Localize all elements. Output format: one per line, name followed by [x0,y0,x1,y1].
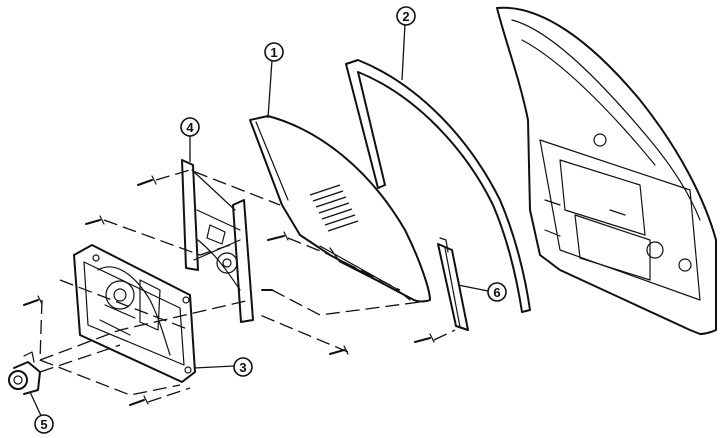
callout-6: 6 [487,282,507,302]
window-regulator [181,159,254,323]
callout-4: 4 [180,117,200,137]
door-shell [496,6,717,335]
callout-1-label: 1 [270,45,277,60]
run-channel [437,237,469,331]
window-motor [8,351,41,395]
dashed-assembly-lines [39,169,456,403]
door-module-panel [73,244,196,383]
callout-6-label: 6 [493,285,500,300]
callout-1: 1 [264,42,284,62]
callout-leaders [29,23,489,421]
callout-2: 2 [396,6,416,26]
callout-4-label: 4 [186,120,194,135]
callout-2-label: 2 [402,9,409,24]
callout-5-label: 5 [40,417,47,432]
glass-weatherstrip [345,59,531,313]
callout-5: 5 [34,414,54,434]
window-glass [249,115,431,303]
callout-3: 3 [233,357,253,377]
callout-3-label: 3 [239,360,246,375]
